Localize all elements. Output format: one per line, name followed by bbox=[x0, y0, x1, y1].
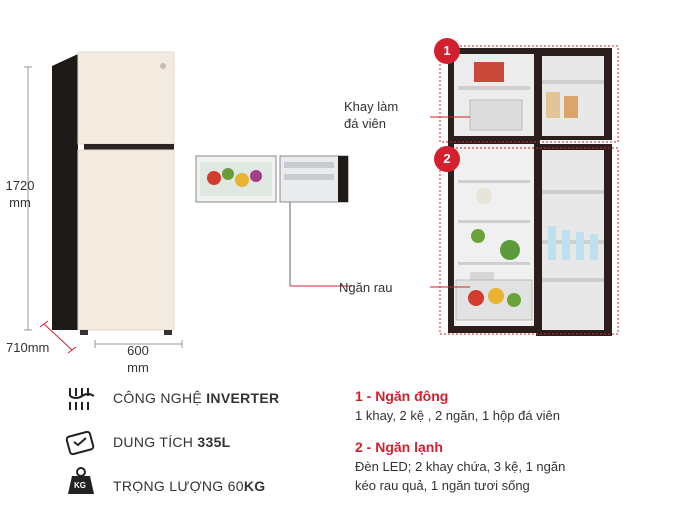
door-handle bbox=[84, 144, 174, 150]
fridge-door bbox=[77, 149, 175, 331]
freezer-door bbox=[77, 51, 175, 145]
freezer-section-desc: 1 khay, 2 kệ , 2 ngăn, 1 hộp đá viên bbox=[355, 408, 561, 423]
open-fridge-illustration bbox=[430, 45, 619, 336]
freezer-section-title: 1 - Ngăn đông bbox=[355, 388, 449, 404]
drawer-inset-illustration bbox=[195, 155, 352, 287]
ice-tray-label: Khay làm đá viên bbox=[344, 99, 399, 131]
capacity-icon bbox=[64, 428, 98, 463]
depth-dimension-line bbox=[43, 323, 73, 351]
badge-2: 2 bbox=[434, 146, 460, 172]
badge-1: 1 bbox=[434, 38, 460, 64]
height-label: 1720 mm bbox=[5, 178, 35, 210]
fridge-zone-outline bbox=[439, 147, 619, 335]
weight-icon: KG bbox=[66, 466, 96, 501]
width-label: 600 mm bbox=[127, 343, 149, 375]
veg-drawer-label: Ngăn rau bbox=[339, 280, 393, 295]
inverter-icon bbox=[64, 384, 96, 419]
spec-weight: TRỌNG LƯỢNG 60KG bbox=[113, 478, 266, 494]
lg-logo-icon bbox=[160, 63, 166, 69]
fridge-side-panel bbox=[52, 54, 78, 330]
spec-capacity: DUNG TÍCH 335L bbox=[113, 434, 231, 450]
fridge-section-title: 2 - Ngăn lạnh bbox=[355, 439, 443, 455]
spec-inverter: CÔNG NGHỆ INVERTER bbox=[113, 390, 280, 406]
closed-fridge-illustration bbox=[24, 51, 183, 354]
depth-label: 710mm bbox=[6, 340, 50, 355]
fridge-section-desc: Đèn LED; 2 khay chứa, 3 kệ, 1 ngăn kéo r… bbox=[355, 459, 566, 493]
freezer-zone-outline bbox=[439, 45, 619, 143]
